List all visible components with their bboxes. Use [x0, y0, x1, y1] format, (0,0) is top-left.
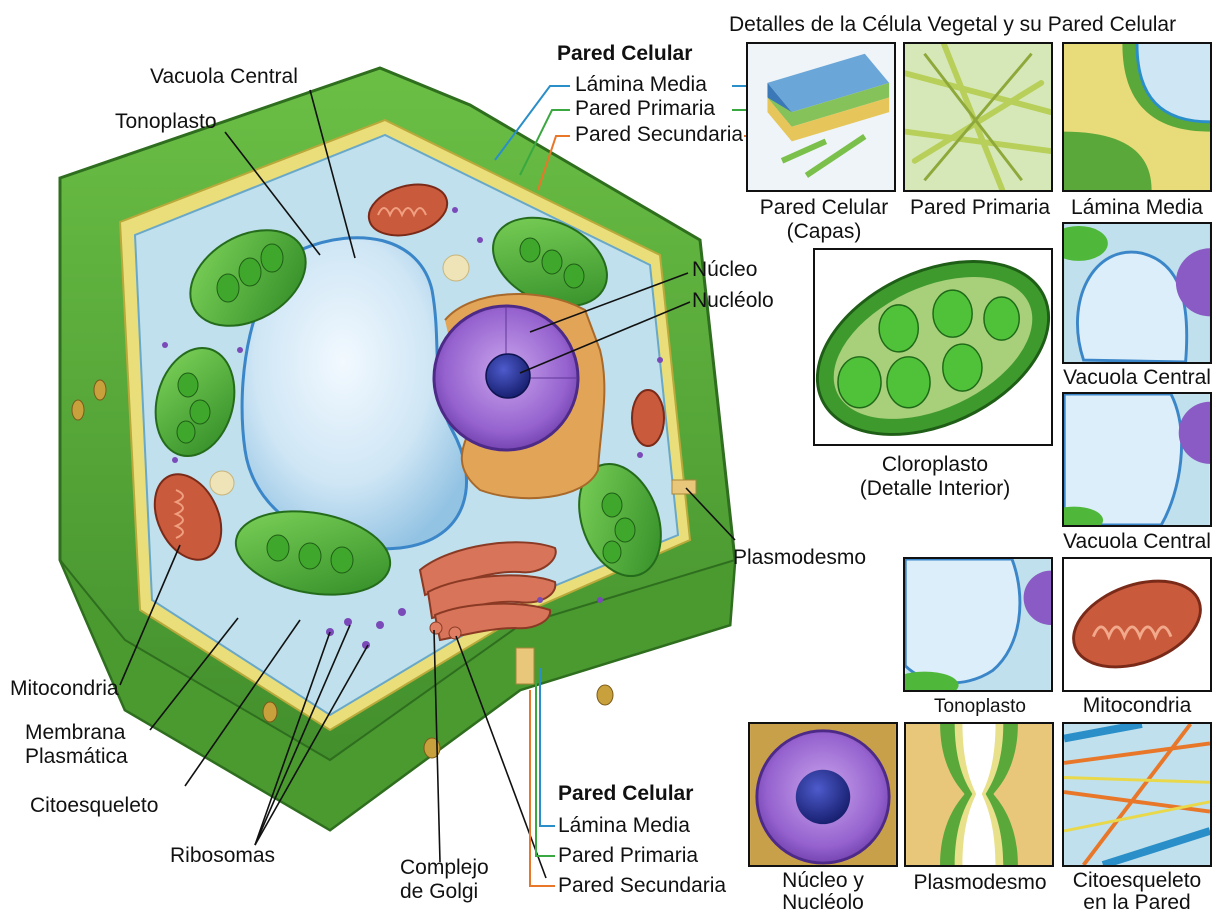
label-pared-secundaria-bottom: Pared Secundaria — [558, 875, 726, 897]
caption-tonoplasto: Tonoplasto — [934, 696, 1026, 718]
inset-cloroplasto — [813, 248, 1053, 446]
caption-lamina-media: Lámina Media — [1071, 197, 1203, 219]
inset-tonoplasto — [903, 557, 1053, 692]
lamina-media-bottom-leader — [540, 668, 555, 826]
label-golgi-line2: de Golgi — [400, 881, 478, 903]
label-membrana-line1: Membrana — [25, 722, 125, 744]
caption-pared-celular-line1: Pared Celular — [760, 197, 888, 219]
inset-pared-primaria — [903, 42, 1053, 192]
label-citoesqueleto: Citoesqueleto — [30, 795, 158, 817]
label-golgi-line1: Complejo — [400, 857, 489, 879]
label-vacuola-central: Vacuola Central — [150, 66, 298, 88]
label-ribosomas: Ribosomas — [170, 845, 275, 867]
label-mitocondria: Mitocondria — [10, 678, 119, 700]
caption-vacuola-central-2: Vacuola Central — [1063, 531, 1211, 553]
caption-citoesqueleto-line2: en la Pared — [1083, 892, 1190, 914]
inset-vacuola-central-1 — [1062, 222, 1212, 364]
label-nucleolo: Nucléolo — [692, 290, 774, 312]
plasmodesma-connection — [672, 480, 696, 494]
caption-cloroplasto-line2: (Detalle Interior) — [860, 478, 1011, 500]
caption-plasmodesmo: Plasmodesmo — [913, 872, 1046, 894]
label-pared-secundaria-top: Pared Secundaria — [575, 124, 743, 146]
inset-lamina-media — [1062, 42, 1212, 192]
wall-pit — [72, 400, 84, 420]
label-tonoplasto: Tonoplasto — [115, 111, 217, 133]
caption-citoesqueleto-line1: Citoesqueleto — [1073, 870, 1201, 892]
inset-pared-celular-capas — [746, 42, 896, 192]
label-lamina-media-bottom: Lámina Media — [558, 815, 690, 837]
label-nucleo: Núcleo — [692, 259, 757, 281]
wall-pit — [597, 685, 613, 705]
caption-cloroplasto-line1: Cloroplasto — [882, 454, 988, 476]
label-membrana-line2: Plasmática — [25, 746, 128, 768]
label-pared-primaria-bottom: Pared Primaria — [558, 845, 698, 867]
caption-mitocondria: Mitocondria — [1083, 695, 1192, 717]
wall-pit — [94, 380, 106, 400]
caption-nucleo-line2: Nucléolo — [782, 892, 864, 914]
plasmodesma-connection — [516, 648, 534, 684]
caption-pared-primaria: Pared Primaria — [910, 197, 1050, 219]
inset-nucleo-nucleolo — [748, 722, 898, 867]
pared-primaria-bottom-leader — [536, 680, 555, 856]
label-pared-celular-top: Pared Celular — [557, 43, 692, 65]
vesicle — [210, 471, 234, 495]
label-lamina-media-top: Lámina Media — [575, 74, 707, 96]
inset-plasmodesmo — [904, 722, 1054, 867]
label-pared-celular-bottom: Pared Celular — [558, 783, 693, 805]
caption-pared-celular-line2: (Capas) — [787, 221, 862, 243]
mitochondrion — [632, 390, 664, 446]
inset-vacuola-central-2 — [1062, 392, 1212, 527]
nucleolus — [486, 354, 530, 398]
wall-pit — [263, 702, 277, 722]
caption-vacuola-central-1: Vacuola Central — [1063, 367, 1211, 389]
inset-mitocondria — [1062, 557, 1212, 692]
caption-nucleo-line1: Núcleo y — [782, 870, 864, 892]
label-pared-primaria-top: Pared Primaria — [575, 98, 715, 120]
inset-citoesqueleto — [1062, 722, 1212, 867]
vesicle — [443, 255, 469, 281]
page-title: Detalles de la Célula Vegetal y su Pared… — [729, 14, 1176, 36]
label-plasmodesmo: Plasmodesmo — [733, 547, 866, 569]
